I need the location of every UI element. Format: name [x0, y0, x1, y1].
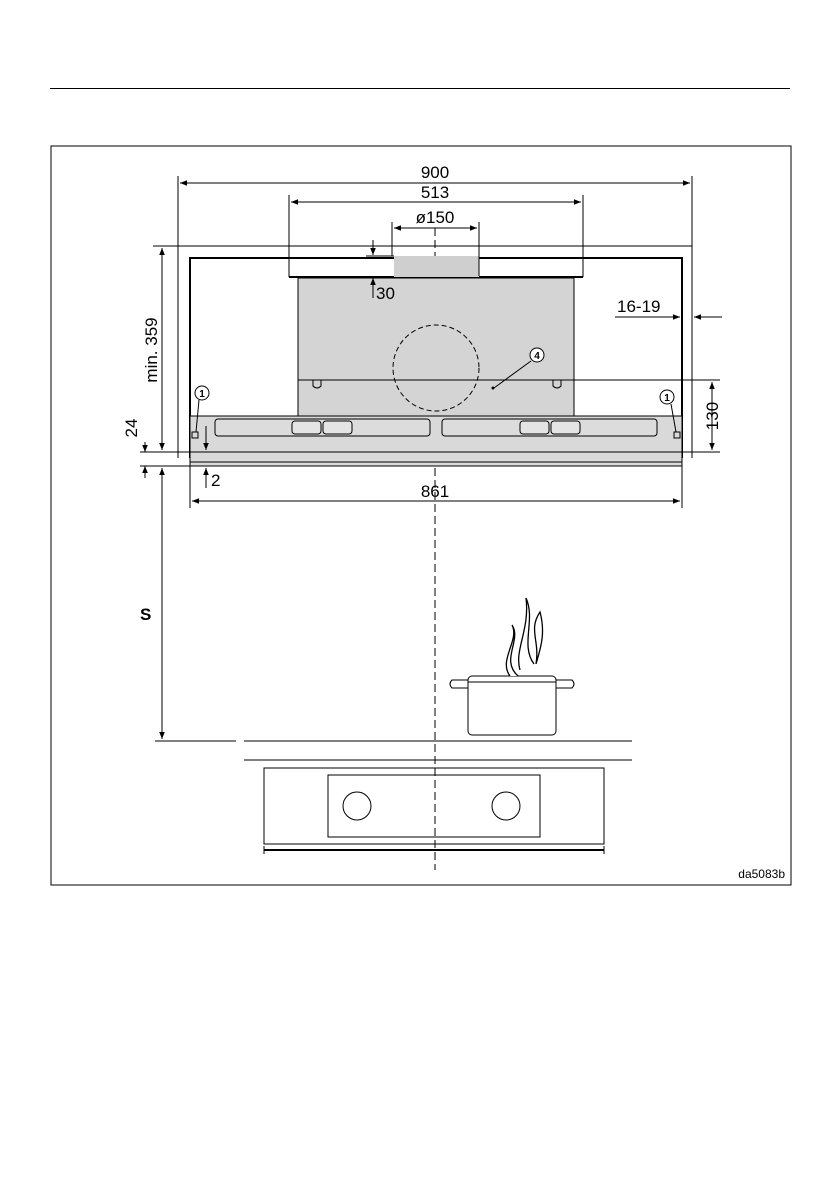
svg-text:1: 1 — [199, 389, 205, 400]
hob — [264, 768, 604, 854]
hood-housing — [289, 256, 583, 416]
dim-panel-width: 861 — [190, 466, 682, 508]
front-panel — [190, 416, 682, 466]
dim-label-900: 900 — [421, 163, 449, 182]
dim-safety-distance: S — [140, 468, 236, 741]
dim-label-16-19: 16-19 — [617, 297, 660, 316]
dim-label-2: 2 — [211, 471, 220, 490]
svg-text:4: 4 — [534, 351, 540, 362]
filter-handle — [292, 421, 321, 434]
dim-bottom-offset: 24 — [122, 419, 190, 478]
dim-label-30: 30 — [376, 284, 395, 303]
filter-handle — [551, 421, 580, 434]
dim-min-height: min. 359 — [140, 246, 190, 452]
duct-collar — [394, 256, 479, 277]
filter-handle — [323, 421, 352, 434]
dim-label-359: min. 359 — [142, 317, 161, 382]
svg-text:1: 1 — [664, 393, 670, 404]
dim-label-s: S — [140, 605, 151, 624]
dim-label-513: 513 — [421, 183, 449, 202]
dim-label-130: 130 — [703, 402, 722, 430]
filter-handle — [520, 421, 549, 434]
dim-label-24: 24 — [122, 419, 141, 438]
cooking-pot — [450, 598, 574, 735]
dim-side-gap: 16-19 — [615, 297, 722, 317]
figure-id: da5083b — [738, 867, 785, 881]
dim-label-861: 861 — [421, 482, 449, 501]
dim-label-150: ø150 — [416, 208, 455, 227]
